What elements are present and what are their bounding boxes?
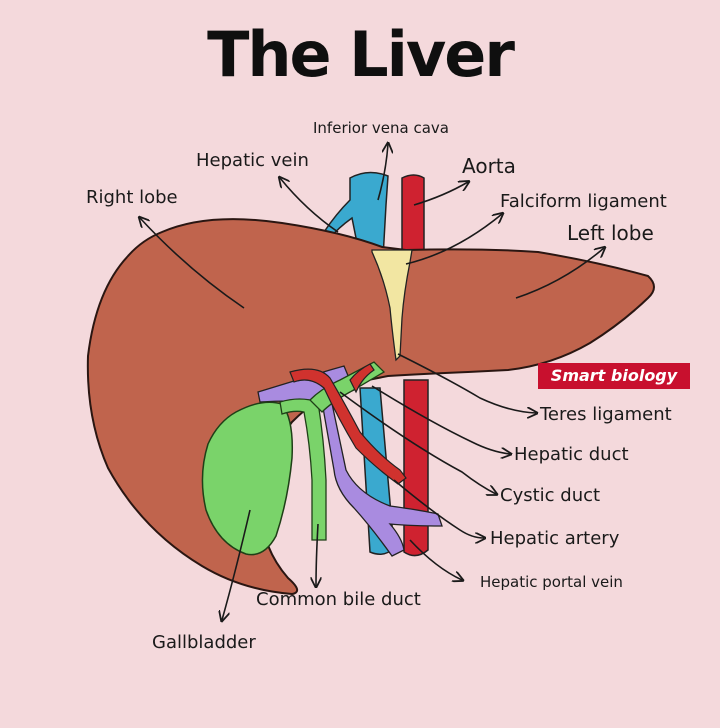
arrow-hepatic-vein (280, 178, 339, 233)
arrow-hepatic-portal-vein (409, 539, 462, 580)
label-hepatic-portal-vein: Hepatic portal vein (480, 573, 623, 591)
annotation-arrows (140, 144, 604, 620)
arrow-inferior-vena-cava (377, 144, 388, 201)
watermark-badge: Smart biology (538, 363, 690, 389)
page-title: The Liver (207, 18, 515, 91)
arrow-cystic-duct (339, 391, 496, 494)
label-left-lobe: Left lobe (567, 221, 654, 245)
arrow-common-bile-duct (316, 523, 318, 586)
aorta-lower (403, 379, 429, 557)
aorta-upper (401, 174, 425, 259)
falciform-ligament (371, 249, 413, 362)
arrow-aorta (413, 182, 468, 206)
label-gallbladder: Gallbladder (152, 632, 256, 653)
arrow-right-lobe (140, 218, 245, 309)
arrow-hepatic-artery (393, 479, 484, 538)
label-inferior-vena-cava: Inferior vena cava (313, 119, 449, 137)
arrow-hepatic-duct (371, 385, 510, 454)
label-hepatic-artery: Hepatic artery (490, 528, 620, 549)
arrow-left-lobe (515, 248, 604, 299)
arrow-teres (397, 353, 536, 413)
vena-cava-upper (323, 171, 389, 259)
label-teres-ligament: Teres ligament (540, 404, 672, 425)
label-hepatic-duct: Hepatic duct (514, 444, 629, 465)
label-common-bile-duct: Common bile duct (256, 589, 421, 610)
label-right-lobe: Right lobe (86, 187, 178, 208)
label-cystic-duct: Cystic duct (500, 485, 601, 506)
arrow-falciform (405, 214, 502, 265)
label-hepatic-vein: Hepatic vein (196, 150, 309, 171)
label-aorta: Aorta (462, 154, 516, 178)
label-falciform-ligament: Falciform ligament (500, 191, 667, 212)
arrow-gallbladder (222, 509, 251, 620)
